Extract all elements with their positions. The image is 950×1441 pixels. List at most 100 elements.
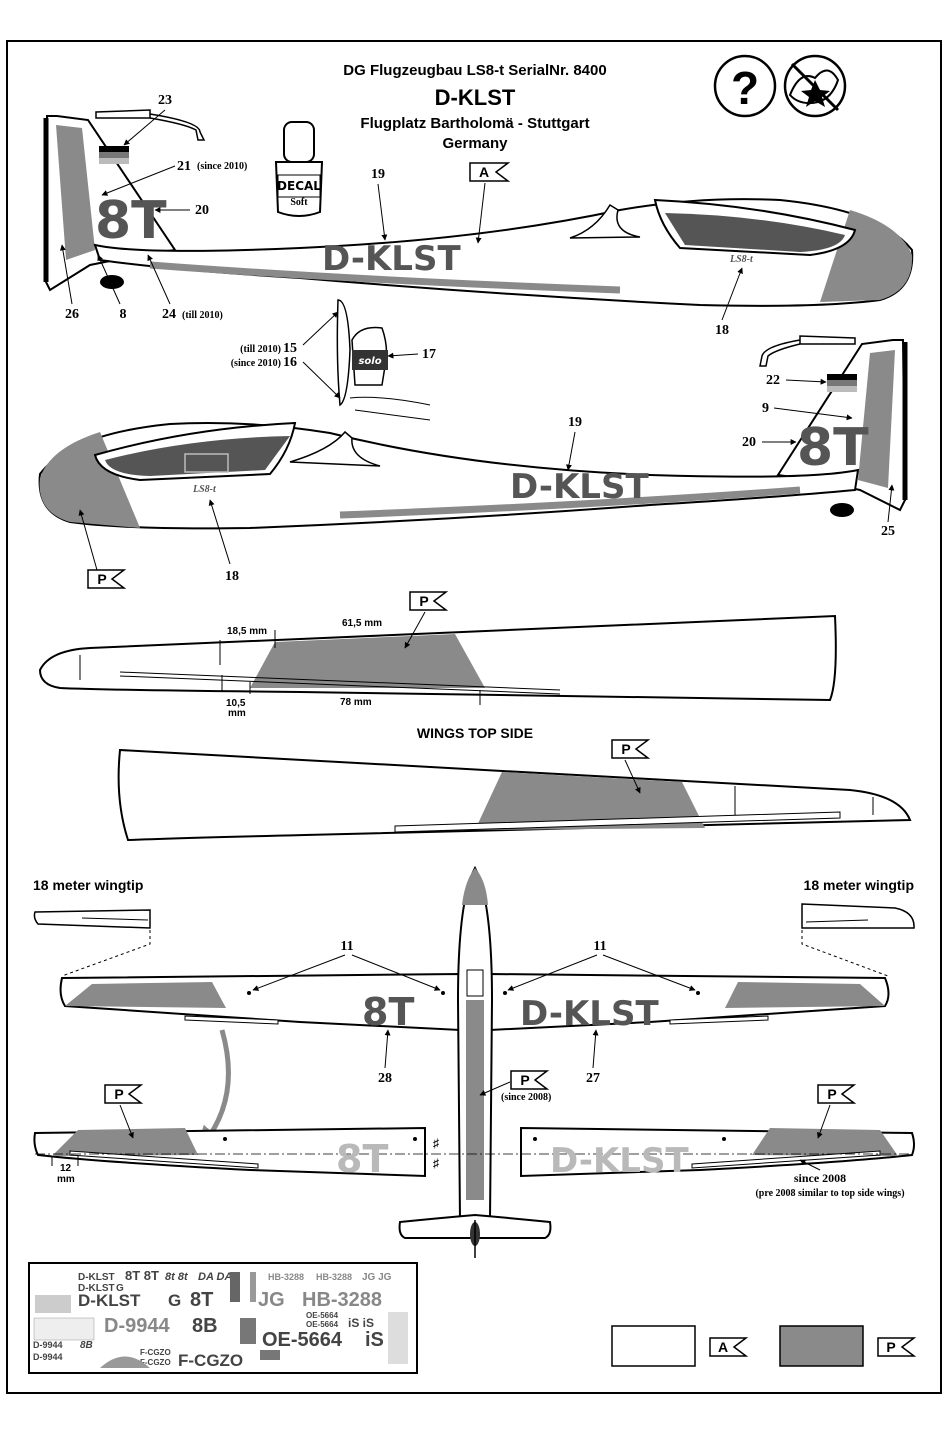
- svg-text:F-CGZO: F-CGZO: [140, 1348, 171, 1357]
- svg-text:JG: JG: [258, 1289, 285, 1311]
- side-view-right: 8T D-KLST LS8-t: [43, 109, 914, 307]
- header-line1: DG Flugzeugbau LS8-t SerialNr. 8400: [343, 62, 606, 79]
- header-country: Germany: [442, 135, 508, 152]
- svg-text:HB-3288: HB-3288: [268, 1272, 304, 1282]
- svg-text:9: 9: [762, 401, 769, 416]
- svg-text:F-CGZO: F-CGZO: [140, 1358, 171, 1367]
- svg-text:iS iS: iS iS: [348, 1316, 374, 1330]
- bottom-view-wings: 8T D-KLST ♯ ♯: [33, 1126, 915, 1181]
- svg-text:18: 18: [715, 323, 729, 338]
- svg-text:23: 23: [158, 93, 172, 108]
- svg-text:28: 28: [378, 1071, 392, 1086]
- since-2008-fuselage: (since 2008): [501, 1092, 551, 1103]
- wingtip-left: [33, 909, 151, 977]
- reg-side1: D-KLST: [322, 239, 461, 279]
- legend-white-swatch: [611, 1325, 696, 1367]
- svg-text:P: P: [419, 593, 428, 609]
- svg-text:mm: mm: [228, 708, 246, 719]
- solo-label: solo: [358, 356, 381, 367]
- svg-text:21: 21: [177, 159, 191, 174]
- svg-text:D-KLST: D-KLST: [78, 1291, 141, 1310]
- svg-text:G: G: [168, 1291, 181, 1310]
- marker-p-wing1: P: [409, 591, 449, 611]
- decal-soft-bottle-icon: DECAL Soft: [274, 121, 324, 217]
- svg-text:22: 22: [766, 373, 780, 388]
- svg-text:(till 2010): (till 2010): [240, 344, 281, 355]
- svg-text:19: 19: [371, 167, 385, 182]
- engine-detail: solo: [336, 299, 431, 421]
- decal-soft-label: DECAL: [277, 179, 321, 193]
- marker-a-top: A: [469, 162, 511, 182]
- ls8-logo-side1: LS8-t: [729, 254, 754, 265]
- svg-text:P: P: [621, 741, 630, 757]
- svg-text:8t 8t: 8t 8t: [165, 1271, 189, 1283]
- decal-soft-sublabel: Soft: [290, 197, 308, 208]
- svg-text:D-9944: D-9944: [33, 1352, 63, 1362]
- question-icon: ?: [713, 54, 777, 118]
- side-view-left: 8T D-KLST LS8-t: [38, 335, 908, 530]
- svg-text:D-KLST: D-KLST: [78, 1283, 115, 1294]
- svg-text:(since 2010): (since 2010): [231, 358, 281, 369]
- ls8-logo-side2: LS8-t: [192, 484, 217, 495]
- header-location: Flugplatz Bartholomä - Stuttgart: [360, 115, 589, 132]
- wing-underside: [38, 614, 837, 702]
- svg-text:26: 26: [65, 307, 79, 322]
- marker-p-bottom-right: P: [817, 1084, 857, 1104]
- svg-text:D-9944: D-9944: [104, 1315, 170, 1337]
- svg-text:61,5 mm: 61,5 mm: [342, 618, 382, 629]
- reg-top: D-KLST: [520, 994, 659, 1034]
- top-view: 8T D-KLST: [59, 865, 890, 1258]
- flag-side2: [827, 374, 857, 380]
- svg-text:18,5 mm: 18,5 mm: [227, 626, 267, 637]
- svg-text:10,5: 10,5: [226, 698, 246, 709]
- reg-side2: D-KLST: [510, 467, 649, 507]
- glue-warning-icon: [783, 54, 847, 118]
- svg-text:11: 11: [340, 939, 353, 954]
- reg-bottom: D-KLST: [550, 1141, 689, 1181]
- legend-grey-swatch: [779, 1325, 864, 1367]
- svg-text:78 mm: 78 mm: [340, 697, 372, 708]
- wingtip-left-label: 18 meter wingtip: [33, 877, 143, 893]
- header-registration: D-KLST: [435, 85, 516, 110]
- svg-text:(till 2010): (till 2010): [182, 310, 223, 321]
- svg-text:P: P: [520, 1072, 529, 1088]
- svg-text:20: 20: [195, 203, 209, 218]
- svg-text:OE-5664: OE-5664: [262, 1329, 343, 1351]
- svg-text:D-9944: D-9944: [33, 1340, 63, 1350]
- svg-text:27: 27: [586, 1071, 600, 1086]
- svg-text:11: 11: [593, 939, 606, 954]
- svg-text:mm: mm: [57, 1174, 75, 1185]
- svg-text:?: ?: [731, 62, 759, 114]
- wings-top-label: WINGS TOP SIDE: [417, 725, 533, 741]
- svg-text:12: 12: [60, 1163, 72, 1174]
- svg-text:24: 24: [162, 307, 176, 322]
- svg-text:25: 25: [881, 524, 895, 539]
- tail-code-side2: 8T: [797, 418, 869, 478]
- svg-text:8T: 8T: [190, 1289, 213, 1311]
- pre-2008-note: (pre 2008 similar to top side wings): [755, 1188, 904, 1199]
- wingtip-right: [801, 903, 915, 977]
- marker-p-bottom-left: P: [104, 1084, 144, 1104]
- svg-text:P: P: [114, 1086, 123, 1102]
- legend-marker-a: A: [709, 1337, 749, 1357]
- wing-topside: [117, 748, 912, 842]
- svg-text:iS: iS: [365, 1329, 384, 1351]
- svg-text:19: 19: [568, 415, 582, 430]
- svg-text:D-KLST: D-KLST: [78, 1272, 115, 1283]
- color-legend: A P: [611, 1325, 917, 1367]
- svg-text:A: A: [718, 1339, 728, 1355]
- decal-sheet-thumbnail: D-KLST 8T 8T 8t 8t DA DA HB-3288 HB-3288…: [28, 1262, 418, 1374]
- svg-text:17: 17: [422, 347, 436, 362]
- svg-text:20: 20: [742, 435, 756, 450]
- svg-text:(since 2010): (since 2010): [197, 161, 247, 172]
- svg-text:A: A: [479, 164, 489, 180]
- svg-text:8B: 8B: [80, 1340, 93, 1351]
- svg-text:P: P: [886, 1339, 895, 1355]
- svg-text:P: P: [827, 1086, 836, 1102]
- svg-text:P: P: [97, 571, 106, 587]
- svg-text:OE-5664: OE-5664: [306, 1311, 339, 1320]
- svg-text:G: G: [116, 1283, 124, 1294]
- svg-text:8B: 8B: [192, 1315, 218, 1337]
- svg-text:8T 8T: 8T 8T: [125, 1268, 159, 1283]
